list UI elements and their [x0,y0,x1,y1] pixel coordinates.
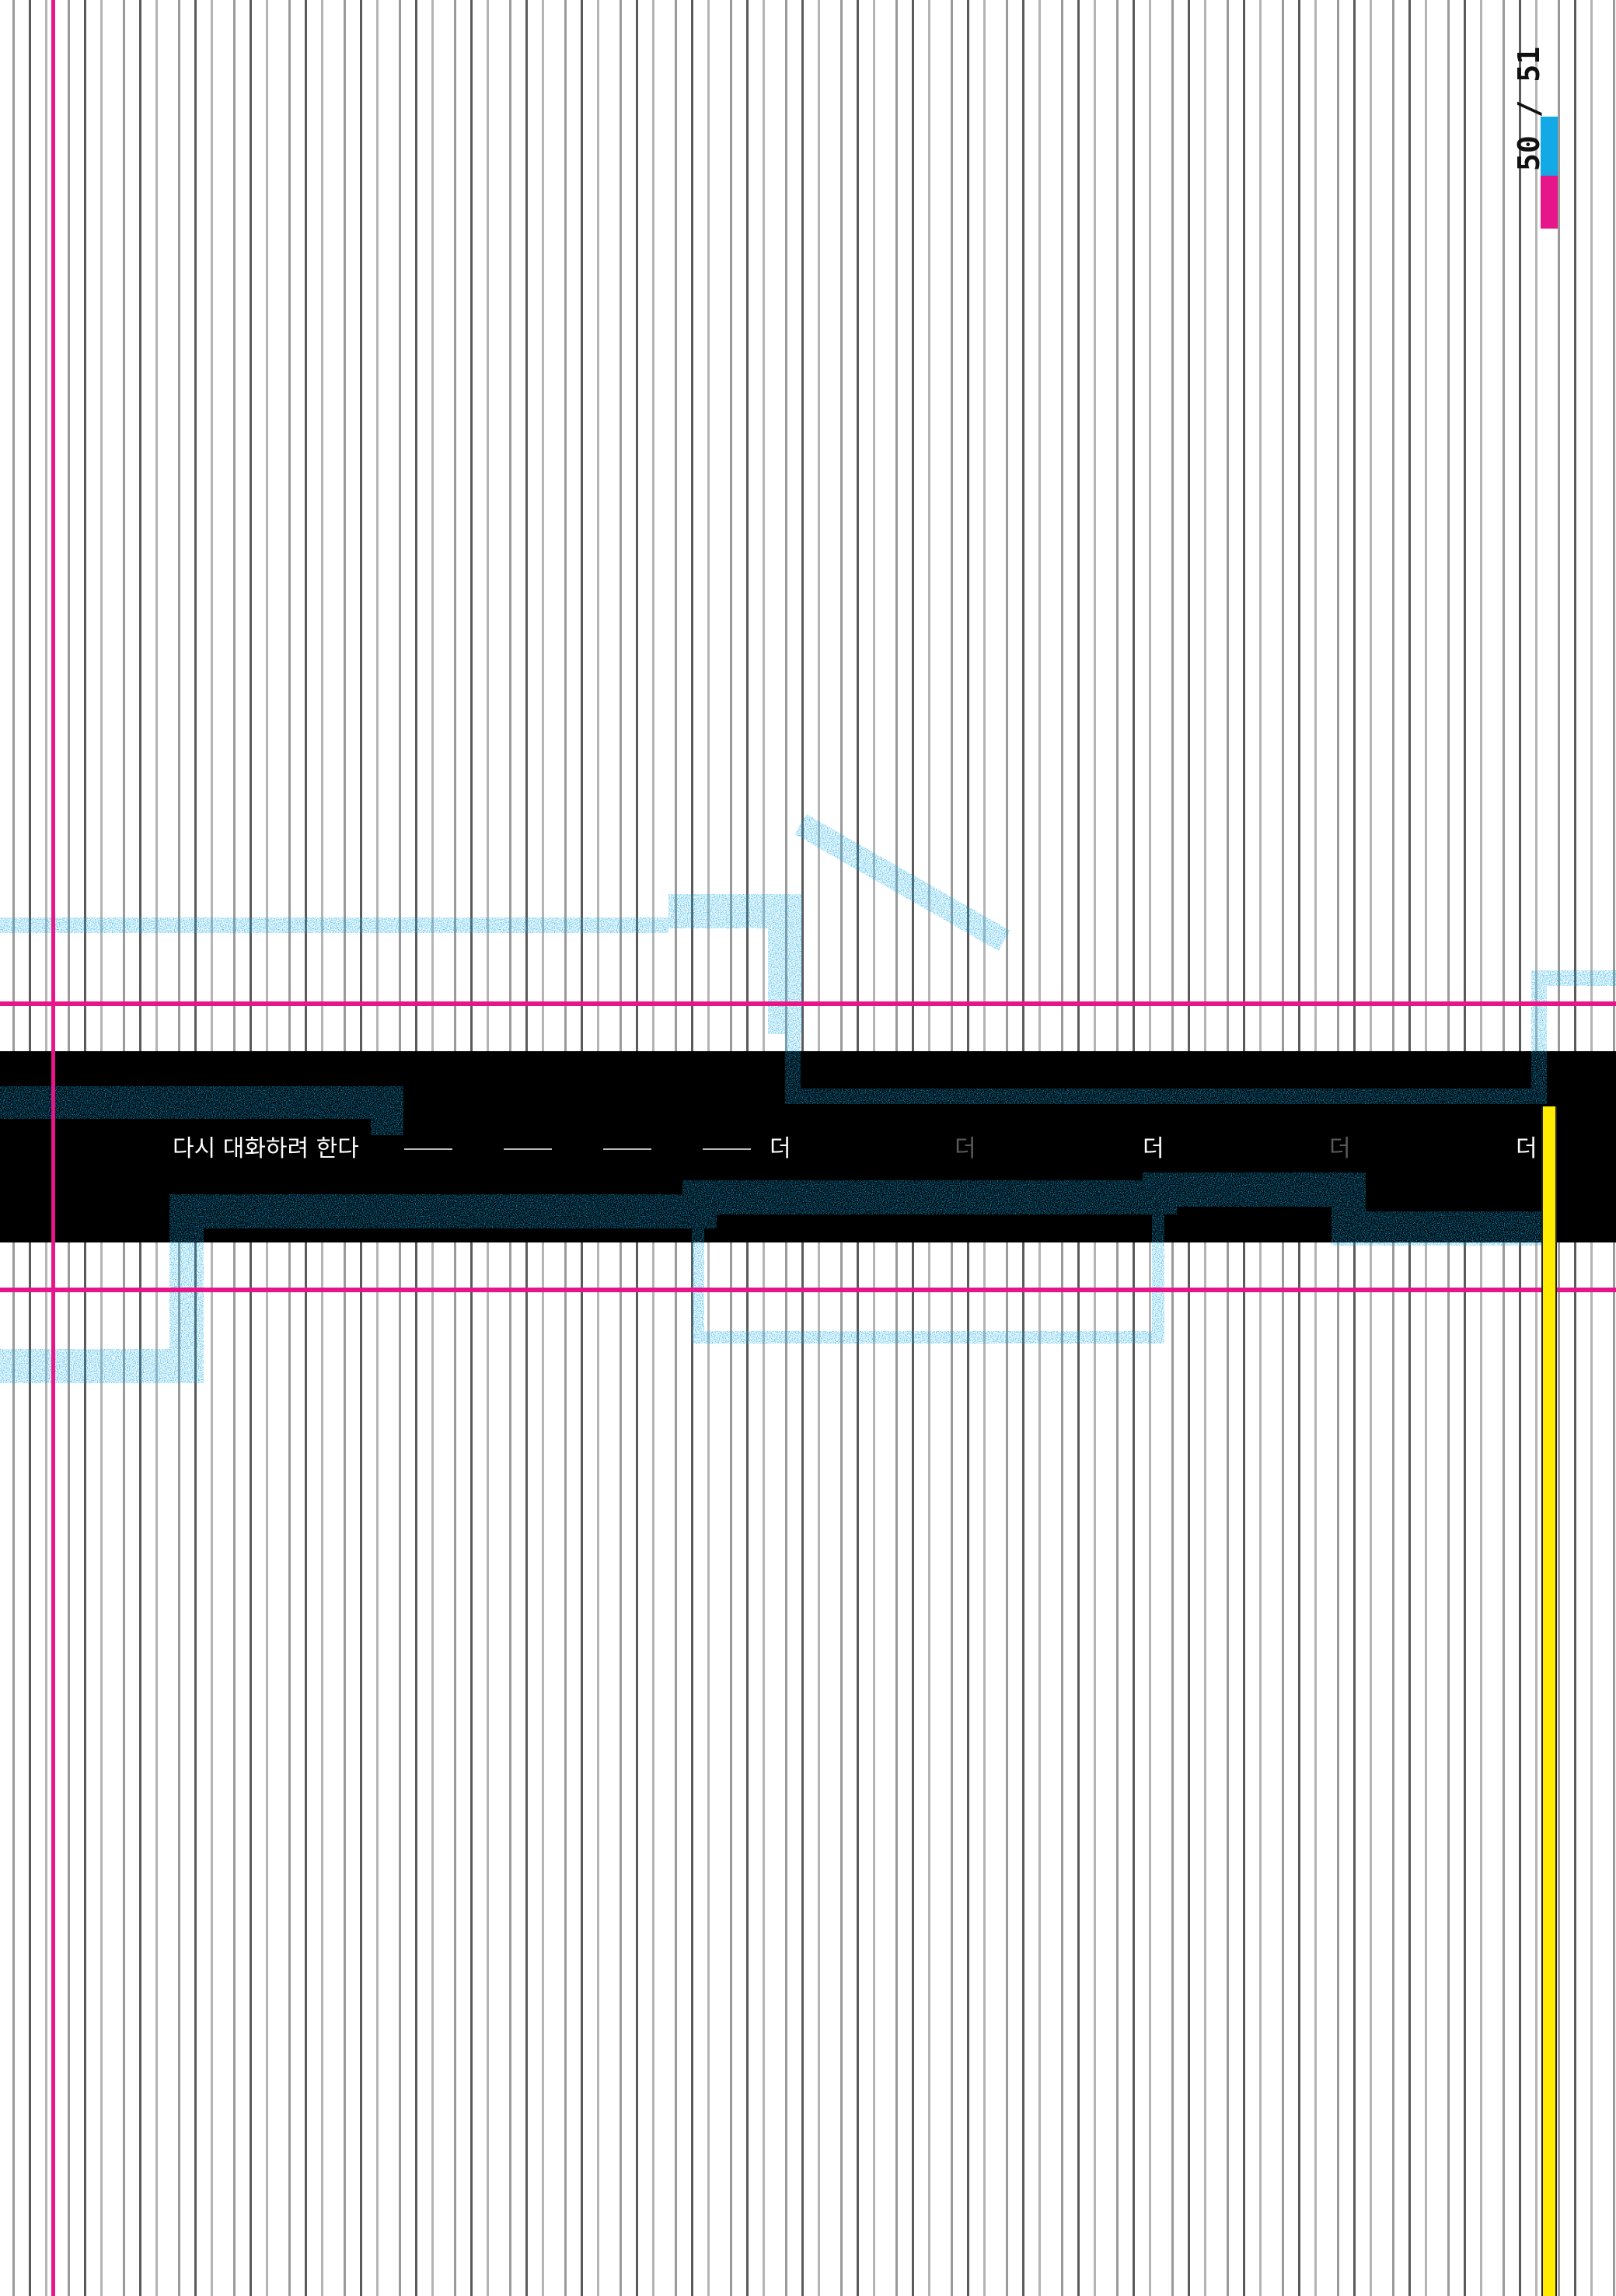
cyan-swatch [1541,117,1558,176]
magenta-guide-vertical [51,0,55,2296]
band-dash [603,1148,651,1150]
band-dash [504,1148,552,1150]
chalk-diagonal [794,813,1010,952]
yellow-vertical-bar [1541,1106,1557,2296]
band-word-deo-faded: 더 [955,1135,976,1162]
band-word-deo-faded: 더 [1329,1135,1351,1162]
chalk-path-lower-box [692,1201,1164,1344]
magenta-guide-horizontal-upper [0,1001,1616,1006]
chalk-path-top-thick [668,894,802,1034]
band-word-deo: 더 [1516,1135,1537,1162]
chalk-path-left-drop [0,1244,184,1370]
band-word-deo: 더 [770,1135,791,1162]
band-dash [404,1148,452,1150]
chalk-path-upper-band [0,1086,403,1135]
magenta-swatch [1541,176,1558,229]
band-word-deo: 더 [1143,1135,1164,1162]
band-dash [703,1148,751,1150]
band-phrase: 다시 대화하려 한다 [173,1135,359,1162]
page-number: 50 / 51 [1512,46,1546,171]
magenta-guide-horizontal-lower [0,1288,1616,1292]
